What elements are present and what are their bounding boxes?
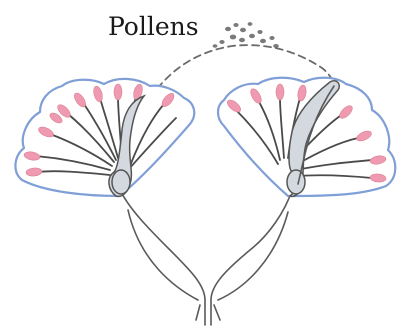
flower-stalk: [120, 190, 292, 325]
pollens-label: Pollens: [108, 12, 199, 41]
right-ovary: [287, 170, 305, 194]
pollen-grains: [213, 22, 279, 48]
left-flower: [15, 79, 194, 196]
right-flower: [218, 78, 395, 197]
left-ovary: [112, 170, 130, 194]
